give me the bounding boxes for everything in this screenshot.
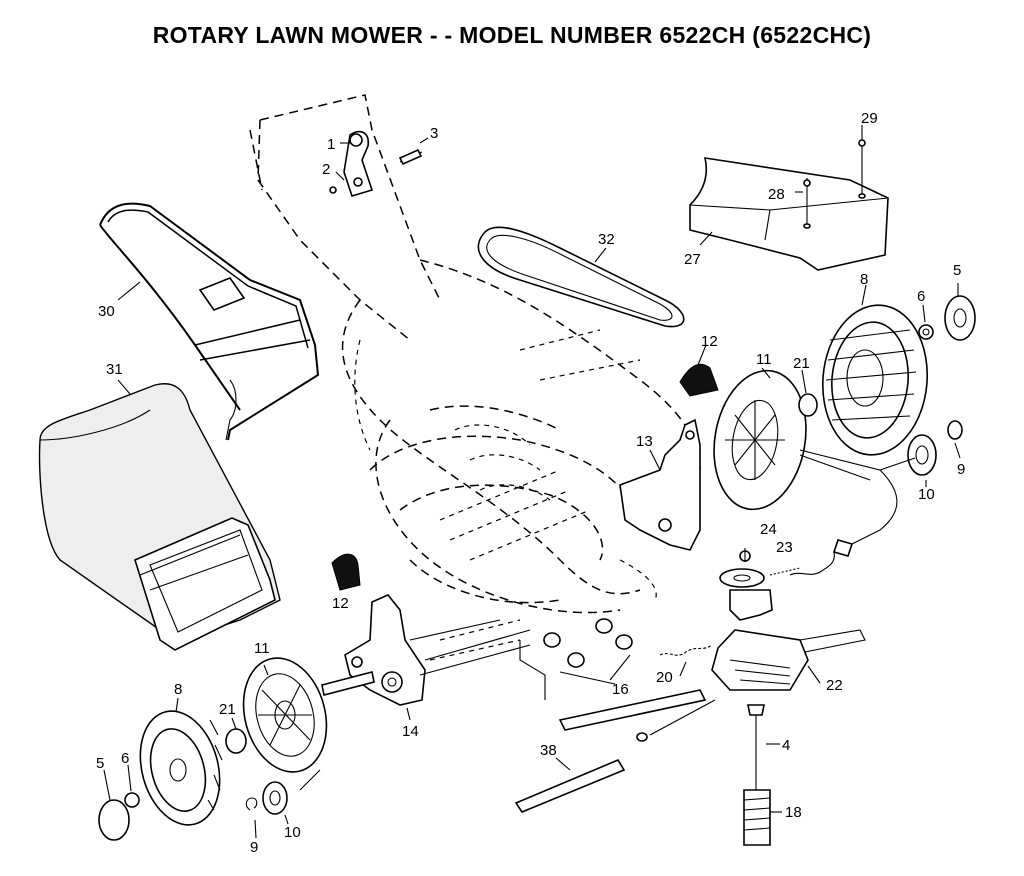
grass-bag-frame [99,202,320,441]
bushings [519,618,633,700]
callout-32: 32 [598,231,615,248]
callout-6-right: 6 [917,288,925,305]
callout-1: 1 [327,136,335,153]
callout-labels: 1 2 3 29 28 27 32 30 31 8 6 5 12 11 21 1… [96,110,965,856]
grass-bag [38,379,281,651]
callout-4: 4 [782,737,790,754]
callout-3: 3 [430,125,438,142]
transmission-assembly [514,469,898,846]
callout-2: 2 [322,161,330,178]
diagram-title: ROTARY LAWN MOWER - - MODEL NUMBER 6522C… [152,22,872,48]
callout-9-left: 9 [250,839,258,856]
callout-5-right: 5 [953,262,961,279]
callout-20: 20 [656,669,673,686]
callout-10-right: 10 [918,486,935,503]
callout-8-right: 8 [860,271,868,288]
callout-21-left: 21 [219,701,236,718]
deck-outline-dashed [249,94,701,661]
drive-belt [477,226,685,328]
callout-8-left: 8 [174,681,182,698]
callout-11-left: 11 [254,640,270,657]
callout-21-right: 21 [793,355,810,372]
callout-12-right: 12 [701,333,718,350]
callout-11-right: 11 [756,351,772,368]
rear-shield [689,125,889,271]
callout-9-right: 9 [957,461,965,478]
callout-12-left: 12 [332,595,349,612]
callout-30: 30 [98,303,115,320]
callout-5-left: 5 [96,755,104,772]
callout-18: 18 [785,804,802,821]
callout-38: 38 [540,742,557,759]
callout-14: 14 [402,723,419,740]
callout-29: 29 [861,110,878,127]
callout-10-left: 10 [284,824,301,841]
callout-22: 22 [826,677,843,694]
callout-24: 24 [760,521,777,538]
callout-28: 28 [768,186,785,203]
callout-6-left: 6 [121,750,129,767]
callout-27: 27 [684,251,701,268]
left-wheel-assembly [98,553,531,841]
callout-23: 23 [776,539,793,556]
callout-16: 16 [612,681,629,698]
handle-bracket [329,130,429,197]
callout-13: 13 [636,433,653,450]
callout-31: 31 [106,361,123,378]
right-wheel-assembly [619,283,976,551]
